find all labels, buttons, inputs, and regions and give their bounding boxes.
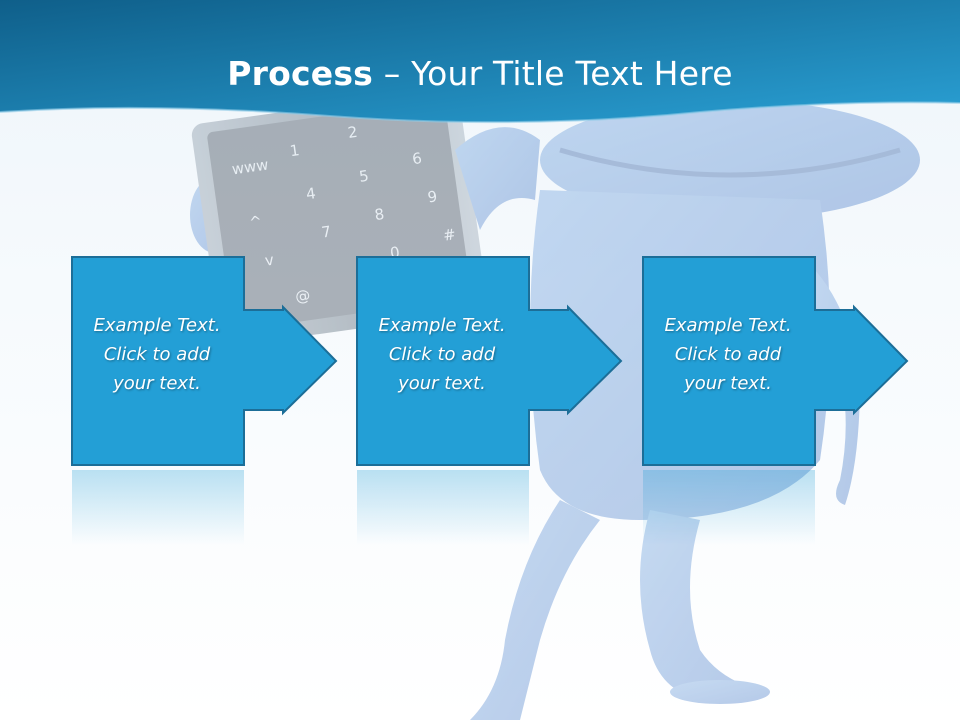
- step-arrow-box: [642, 256, 909, 466]
- step-text-line: Click to add: [103, 344, 211, 365]
- step-text-line: your text.: [113, 373, 201, 394]
- step-text-line: Example Text.: [664, 315, 792, 336]
- process-step-2[interactable]: Example Text. Click to add your text.: [355, 255, 625, 470]
- step-text-line: your text.: [684, 373, 772, 394]
- phone-key: 4: [305, 184, 317, 203]
- phone-key: ^: [248, 212, 263, 232]
- phone-key: 0: [389, 243, 401, 262]
- phone-key: 6: [411, 149, 423, 168]
- step-text-line: Example Text.: [378, 315, 506, 336]
- phone-key: 1: [289, 141, 301, 160]
- step-text-line: Click to add: [388, 344, 496, 365]
- phone-key: 2: [347, 123, 359, 142]
- phone-key: 8: [373, 205, 385, 224]
- phone-key: 5: [358, 167, 370, 186]
- phone-key: #: [442, 225, 457, 245]
- step-text-line: your text.: [398, 373, 486, 394]
- process-step-1[interactable]: Example Text. Click to add your text.: [70, 255, 340, 470]
- step-text: Example Text. Click to add your text.: [74, 311, 240, 398]
- title-rest: – Your Title Text Here: [373, 54, 733, 93]
- step-text-line: Click to add: [674, 344, 782, 365]
- step-text: Example Text. Click to add your text.: [359, 311, 525, 398]
- step-arrow-box: [71, 256, 338, 466]
- step-arrow-box: [356, 256, 623, 466]
- phone-key: 7: [320, 222, 332, 241]
- slide-title[interactable]: Process – Your Title Text Here: [0, 50, 960, 98]
- phone-key: 9: [426, 187, 438, 206]
- phone-key: @: [294, 286, 311, 306]
- header-band: [0, 0, 960, 124]
- step-text-line: Example Text.: [93, 315, 221, 336]
- title-bold: Process: [227, 54, 374, 93]
- step-text: Example Text. Click to add your text.: [645, 311, 811, 398]
- phone-key: v: [264, 251, 275, 270]
- process-step-3[interactable]: Example Text. Click to add your text.: [641, 255, 911, 470]
- phone-key: www: [231, 156, 270, 179]
